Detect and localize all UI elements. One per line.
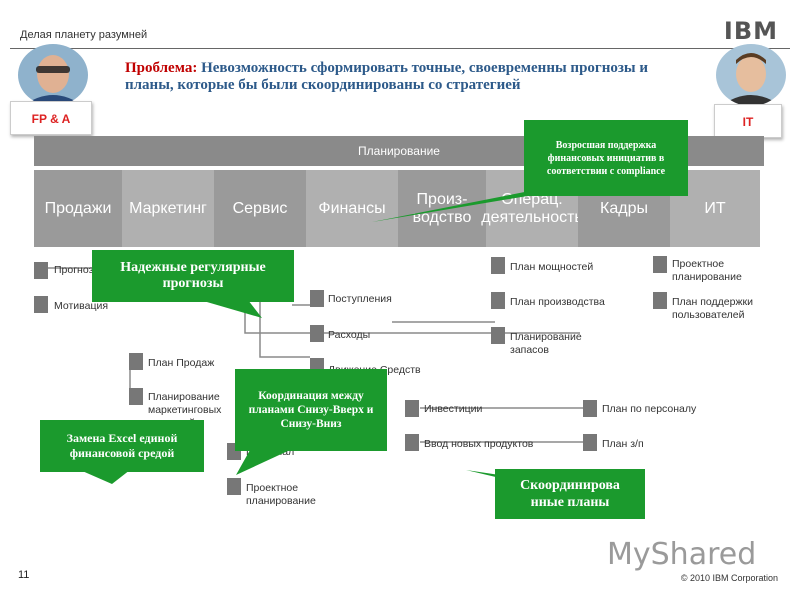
item-plan-sales: План Продаж [148,357,215,369]
callout-excel: Замена Excel единой финансовой средой [40,420,204,472]
item-inventory: Планирование запасов [510,331,582,356]
copyright: © 2010 IBM Corporation [680,573,778,583]
item-prognoz: Прогноз [54,264,94,276]
item-staff-plan: План по персоналу [602,403,697,415]
item-square [491,327,505,344]
item-square [491,292,505,309]
item-production: План производства [510,296,605,308]
watermark: MyShared [607,537,757,572]
item-square [310,290,324,307]
tagline: Делая планету разумней [20,29,148,41]
item-expenses: Расходы [328,329,371,341]
role-fpa-label: FP & A [10,101,92,135]
ibm-logo: IBM [723,17,778,45]
item-motivation: Мотивация [54,300,109,312]
item-square [310,325,324,342]
item-square [34,296,48,313]
avatar-right [716,44,786,106]
item-square [583,400,597,417]
callout-coordination: Координация между планами Снизу-Вверх и … [235,369,387,451]
dept-finance: Финансы [306,170,398,247]
item-square [34,262,48,279]
item-new-products: Ввод новых продуктов [424,438,534,450]
dept-service: Сервис [214,170,306,247]
item-square [405,434,419,451]
item-square [129,353,143,370]
page-number: 11 [18,569,30,581]
item-it-project: Проектное планирование [672,258,742,283]
item-square [405,400,419,417]
item-square [583,434,597,451]
callout-forecasts: Надежные регулярные прогнозы [92,250,294,302]
item-payroll: План з/п [602,438,644,450]
header-divider [10,48,790,49]
item-square [129,388,143,405]
item-square [653,256,667,273]
slide-title: Проблема: Невозможность сформировать точ… [125,60,685,94]
item-project-planning: Проектное планирование [246,482,316,507]
dept-marketing: Маркетинг [122,170,214,247]
title-text: Невозможность сформировать точные, своев… [125,60,648,93]
callout-coordinated: Скоординирова нные планы [495,469,645,519]
item-square [491,257,505,274]
item-square [227,478,241,495]
item-square [653,292,667,309]
callout-finance-support: Возросшая поддержка финансовых инициатив… [524,120,688,196]
dept-sales: Продажи [34,170,122,247]
item-receipts: Поступления [328,293,392,305]
item-investments: Инвестиции [424,403,483,415]
item-it-support: План поддержки пользователей [672,296,753,321]
title-prefix: Проблема: [125,60,198,76]
item-capacity: План мощностей [510,261,594,273]
